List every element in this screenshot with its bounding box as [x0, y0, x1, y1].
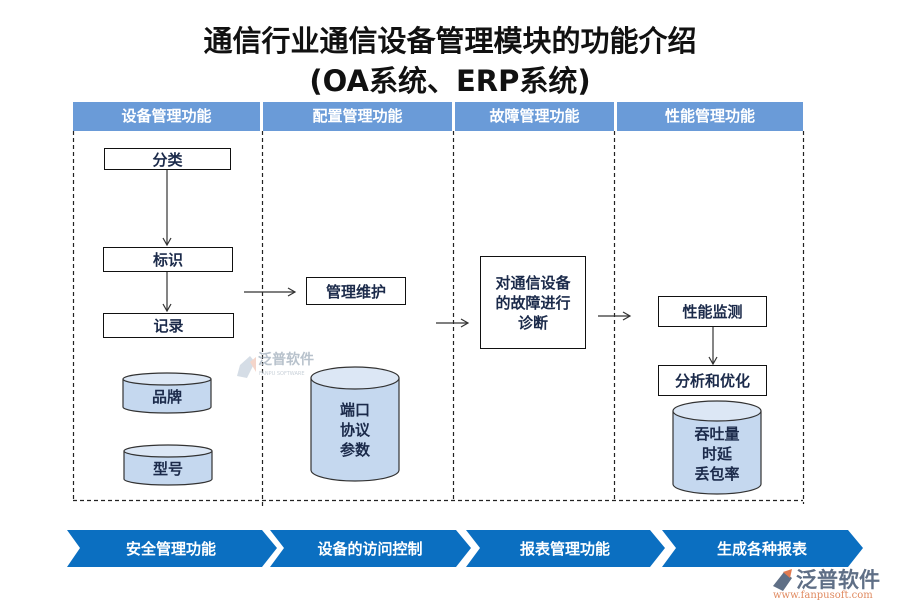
- step-classify: 分类: [104, 148, 231, 170]
- title-line-1: 通信行业通信设备管理模块的功能介绍: [203, 24, 697, 58]
- flow-access-control: 设备的访问控制: [317, 539, 423, 558]
- store-model: 型号: [152, 460, 183, 478]
- store-item: 协议: [339, 421, 370, 439]
- bottom-chevrons: [67, 530, 863, 567]
- watermark-sub: FANPU SOFTWARE: [259, 371, 305, 377]
- step-fault-diagnosis: 对通信设备 的故障进行 诊断: [480, 256, 586, 349]
- step-maintain: 管理维护: [306, 277, 406, 305]
- corner-logo-name: 泛普软件: [796, 568, 880, 592]
- header-performance: 性能管理功能: [617, 102, 803, 131]
- header-config: 配置管理功能: [263, 102, 452, 131]
- store-item: 参数: [339, 441, 370, 459]
- store-item: 端口: [339, 401, 370, 419]
- header-device: 设备管理功能: [73, 102, 260, 131]
- store-item: 丢包率: [694, 465, 740, 483]
- store-brand: 品牌: [151, 388, 182, 406]
- chevron-4: [662, 530, 863, 567]
- flow-reports: 报表管理功能: [519, 539, 610, 558]
- text-line: 的故障进行: [495, 293, 571, 312]
- chevron-1: [67, 530, 277, 567]
- text-line: 对通信设备: [495, 273, 571, 292]
- text-line: 诊断: [517, 313, 548, 332]
- step-monitor: 性能监测: [658, 296, 767, 327]
- flow-security: 安全管理功能: [125, 539, 216, 558]
- title-line-2: (OA系统、ERP系统): [309, 64, 591, 98]
- store-item: 时延: [701, 445, 732, 463]
- store-performance-metrics: 吞吐量 时延 丢包率: [673, 423, 761, 485]
- cylinder-performance-metrics: [672, 400, 762, 495]
- store-item: 吞吐量: [694, 425, 740, 443]
- flow-generate-reports: 生成各种报表: [716, 539, 807, 558]
- watermark-name: 泛普软件: [258, 352, 314, 368]
- chevron-3: [466, 530, 665, 567]
- chevron-2: [270, 530, 471, 567]
- cylinder-brand: [122, 372, 212, 414]
- watermark-logo-icon: [237, 356, 256, 378]
- cylinder-model: [123, 444, 213, 486]
- header-fault: 故障管理功能: [455, 102, 614, 131]
- step-identify: 标识: [103, 247, 233, 272]
- corner-logo-url: www.fanpusoft.com: [773, 590, 873, 601]
- corner-logo-icon: [773, 569, 792, 591]
- step-record: 记录: [103, 313, 234, 338]
- step-optimize: 分析和优化: [658, 365, 767, 396]
- cylinder-config-params: [310, 366, 400, 482]
- store-config-params: 端口 协议 参数: [311, 398, 399, 462]
